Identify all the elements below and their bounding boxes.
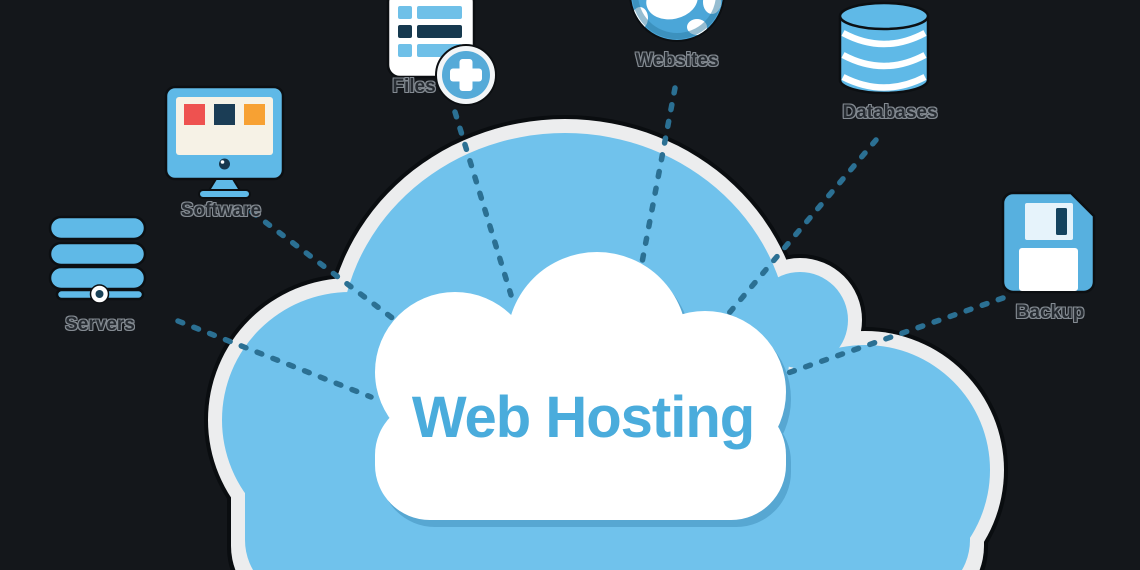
node-label-backup: Backup [1015,302,1085,323]
connector-databases [716,137,879,328]
cloud-title: Web Hosting [411,385,755,450]
connector-backup [782,295,1006,377]
monitor-icon [164,85,285,199]
connector-websites [634,85,678,292]
inner-cloud [375,252,786,520]
node-label-software: Software [180,200,262,221]
database-icon [838,1,930,95]
globe-icon [629,0,725,42]
node-label-files: Files [392,76,436,97]
server-stack-icon [48,215,147,304]
connector-servers [175,318,374,400]
node-label-servers: Servers [65,314,135,335]
node-label-websites: Websites [635,50,719,71]
floppy-disk-icon [1001,191,1096,294]
document-add-icon [386,0,497,106]
node-label-databases: Databases [842,102,938,123]
connector-files [452,109,514,298]
